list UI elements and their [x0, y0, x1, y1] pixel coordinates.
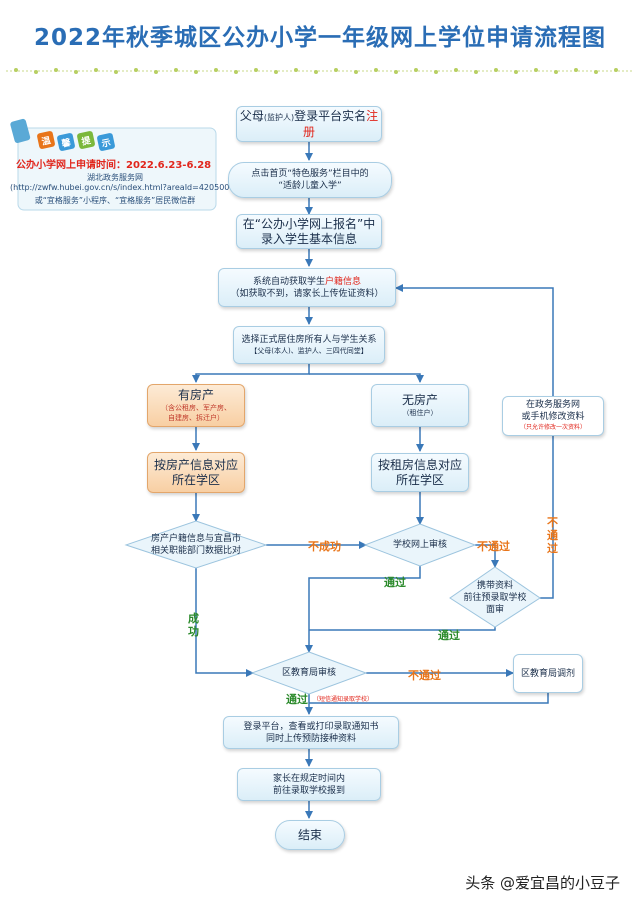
label-not-pass-interview: 不通过 [547, 516, 558, 555]
step-has-house: 有房产 （含公租房、军产房、 自建房、拆迁户） [147, 384, 245, 427]
auto-line-1a: 系统自动获取学生 [252, 276, 325, 287]
entry-line-1: 在“公办小学网上报名”中 [242, 216, 376, 231]
step-bureau-adjust: 区教育局调剂 [513, 654, 583, 693]
auto-line-1b: 户籍信息 [325, 276, 362, 287]
login-text-c: 登录平台实名 [294, 108, 367, 123]
label-fail: 不成功 [308, 540, 341, 553]
no-house-title: 无房产 [401, 393, 438, 407]
application-time: 公办小学网上申请时间：2022.6.23-6.28 [16, 160, 212, 171]
label-not-pass-bureau: 不通过 [408, 669, 441, 682]
step-print-notice: 登录平台，查看或打印录取通知书 同时上传预防接种资料 [223, 716, 399, 749]
step-auto-fetch: 系统自动获取学生户籍信息 （如获取不到，请家长上传佐证资料） [218, 268, 396, 307]
login-text-d: 注册 [302, 108, 379, 139]
modify-line-2: 或手机修改资料 [521, 412, 585, 422]
modify-line-3: （只允许修改一次资料） [519, 424, 586, 431]
watermark: 头条 @爱宜昌的小豆子 [465, 874, 620, 892]
report-line-2: 前往录取学校报到 [272, 785, 345, 796]
compare-line-1: 房产户籍信息与宜昌市 [150, 534, 241, 544]
entry-line-2: 录入学生基本信息 [260, 231, 357, 246]
step-enter-info: 在“公办小学网上报名”中 录入学生基本信息 [236, 214, 382, 249]
tip-url: (http://zwfw.hubei.gov.cn/s/index.html?a… [10, 183, 264, 192]
rent-school-line-2: 所在学区 [395, 472, 444, 487]
label-success: 成功 [188, 612, 199, 638]
tip-alt: 或“宜格服务”小程序、“宜格服务”居民微信群 [34, 196, 196, 205]
select-line-2: 【父母(本人)、监护人、三四代同堂】 [250, 347, 368, 355]
school-review-diamond [363, 523, 477, 567]
bureau-review-diamond [250, 651, 368, 695]
tip-site: 湖北政务服务网 [87, 173, 143, 182]
select-line-1: 选择正式居住房所有人与学生关系 [241, 335, 377, 345]
modify-line-1: 在政务服务网 [525, 400, 580, 410]
label-pass-interview: 通过 [438, 629, 460, 642]
compare-diamond [124, 520, 268, 569]
page-title: 2022年秋季城区公办小学一年级网上学位申请流程图 [33, 25, 606, 51]
end-label: 结束 [297, 827, 322, 842]
step-report: 家长在规定时间内 前往录取学校报到 [237, 768, 381, 801]
step-modify-info: 在政务服务网 或手机修改资料 （只允许修改一次资料） [502, 396, 604, 436]
label-not-pass-school: 不通过 [477, 540, 510, 553]
label-pass-bureau: 通过 [286, 693, 308, 706]
step-rent-school-district: 按租房信息对应 所在学区 [371, 453, 469, 492]
step-no-house: 无房产 （租住户） [371, 384, 469, 427]
rent-school-line-1: 按租房信息对应 [377, 457, 462, 472]
house-school-line-1: 按房产信息对应 [153, 457, 238, 472]
bring-line-2: 前往预录取学校 [463, 593, 527, 603]
interview-diamond [449, 566, 541, 628]
step-end: 结束 [275, 820, 345, 850]
compare-text: 房产户籍信息与宜昌市相关职能部门数据比对 [126, 532, 266, 558]
print-line-2: 同时上传预防接种资料 [265, 733, 356, 744]
interview-text: 携带资料前往预录取学校面审 [454, 580, 536, 616]
bureau-review-text: 区教育局审核 [281, 668, 336, 678]
print-line-1: 登录平台，查看或打印录取通知书 [243, 721, 379, 732]
step-house-school-district: 按房产信息对应 所在学区 [147, 452, 245, 493]
has-house-note-2: 自建房、拆迁户） [168, 414, 224, 422]
label-pass-note: （短信通知录取学校） [313, 696, 374, 703]
homepage-line-2: “适龄儿童入学” [278, 181, 342, 191]
compare-line-2: 相关职能部门数据比对 [150, 546, 241, 556]
bring-line-1: 携带资料 [476, 581, 513, 591]
has-house-note-1: （含公租房、军产房、 [161, 404, 231, 412]
step-homepage: 点击首页“特色服务”栏目中的 “适龄儿童入学” [228, 162, 392, 198]
bureau-adjust-label: 区教育局调剂 [520, 668, 575, 679]
has-house-title: 有房产 [177, 388, 214, 402]
step-login-register: 父母(监护人)登录平台实名注册 [236, 106, 382, 142]
login-text-b: (监护人) [263, 112, 295, 122]
homepage-line-1: 点击首页“特色服务”栏目中的 [251, 169, 369, 179]
step-select-relation: 选择正式居住房所有人与学生关系 【父母(本人)、监护人、三四代同堂】 [233, 326, 385, 364]
login-text-a: 父母 [239, 108, 264, 123]
reminder-panel: 温 馨 提 示 公办小学网上申请时间：2022.6.23-6.28 湖北政务服务… [10, 118, 264, 214]
house-school-line-2: 所在学区 [171, 472, 220, 487]
label-pass-school: 通过 [384, 576, 406, 589]
bring-line-3: 面审 [485, 605, 504, 615]
auto-line-2: （如获取不到，请家长上传佐证资料） [230, 288, 384, 299]
school-review-text: 学校网上审核 [392, 540, 447, 550]
report-line-1: 家长在规定时间内 [272, 773, 345, 784]
decorative-vine [6, 68, 634, 74]
no-house-note: （租住户） [402, 409, 438, 417]
